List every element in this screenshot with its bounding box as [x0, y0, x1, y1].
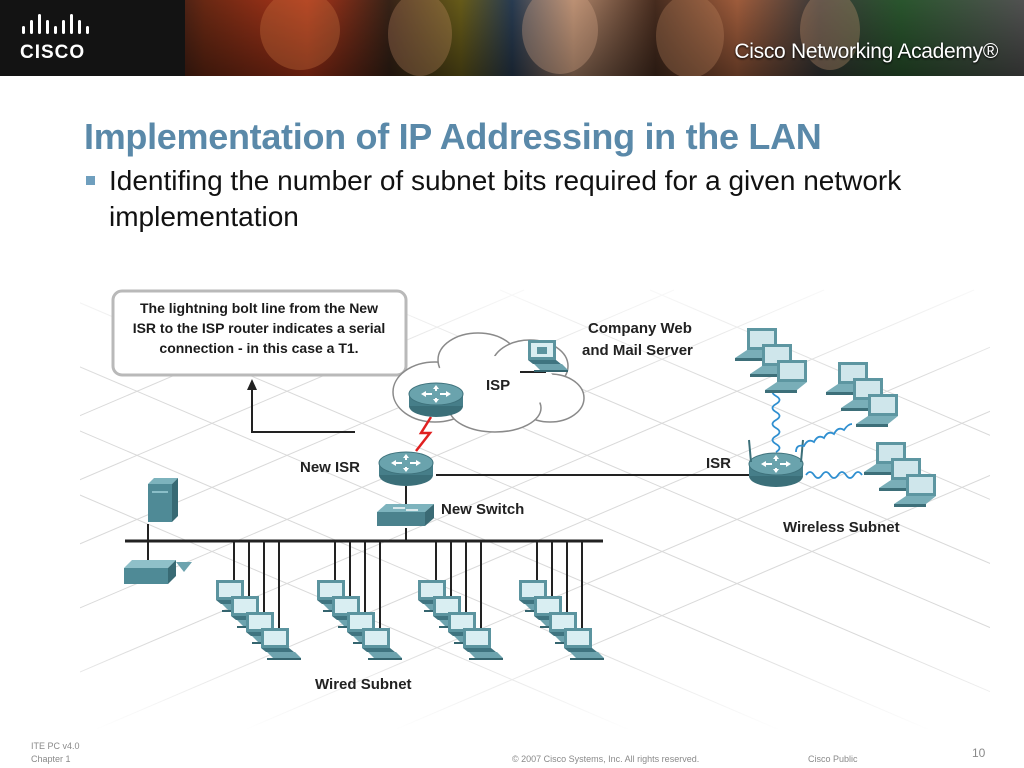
page-number: 10 — [972, 746, 986, 760]
new-isr-router-icon — [378, 451, 434, 487]
printer-icon — [124, 560, 192, 584]
callout-box — [111, 289, 408, 377]
new-switch-label: New Switch — [441, 501, 524, 518]
wireless-signal-icon — [771, 387, 863, 479]
footer-copyright: © 2007 Cisco Systems, Inc. All rights re… — [512, 754, 700, 764]
callout-arrow-icon — [247, 379, 257, 390]
server-tower-icon — [148, 478, 178, 522]
bullet-marker — [86, 176, 95, 185]
server-monitor-icon — [528, 340, 568, 372]
header-banner: CISCO Cisco Networking Academy® — [0, 0, 1024, 76]
cisco-wordmark: CISCO — [20, 42, 85, 62]
wireless-subnet-label: Wireless Subnet — [783, 519, 900, 536]
callout-pointer — [251, 388, 355, 433]
academy-brand: Cisco Networking Academy® — [734, 40, 998, 63]
isp-label: ISP — [486, 377, 510, 394]
banner-photo-strip — [0, 0, 1024, 76]
callout-line-3: connection - in this case a T1. — [159, 340, 358, 356]
footer-chapter: Chapter 1 — [31, 754, 71, 764]
bullet-text: Identifing the number of subnet bits req… — [109, 165, 902, 232]
new-switch-icon — [377, 504, 434, 526]
new-isr-label: New ISR — [300, 459, 360, 476]
server-label-line-2: and Mail Server — [582, 342, 693, 359]
serial-link-bolt-icon — [415, 416, 433, 452]
isr-router-icon — [748, 452, 804, 488]
cisco-bridge-icon — [22, 14, 89, 34]
callout-line-1: The lightning bolt line from the New — [140, 300, 378, 316]
footer-classification: Cisco Public — [808, 754, 858, 764]
cisco-logo: CISCO — [20, 14, 89, 62]
footer-course: ITE PC v4.0 — [31, 741, 80, 751]
isp-router-icon — [408, 382, 464, 418]
wired-subnet-label: Wired Subnet — [315, 676, 412, 693]
isr-label: ISR — [706, 455, 731, 472]
slide-title: Implementation of IP Addressing in the L… — [84, 116, 822, 157]
server-label-line-1: Company Web — [588, 320, 692, 337]
callout-line-2: ISR to the ISP router indicates a serial — [133, 320, 386, 336]
wired-drops — [233, 541, 583, 629]
